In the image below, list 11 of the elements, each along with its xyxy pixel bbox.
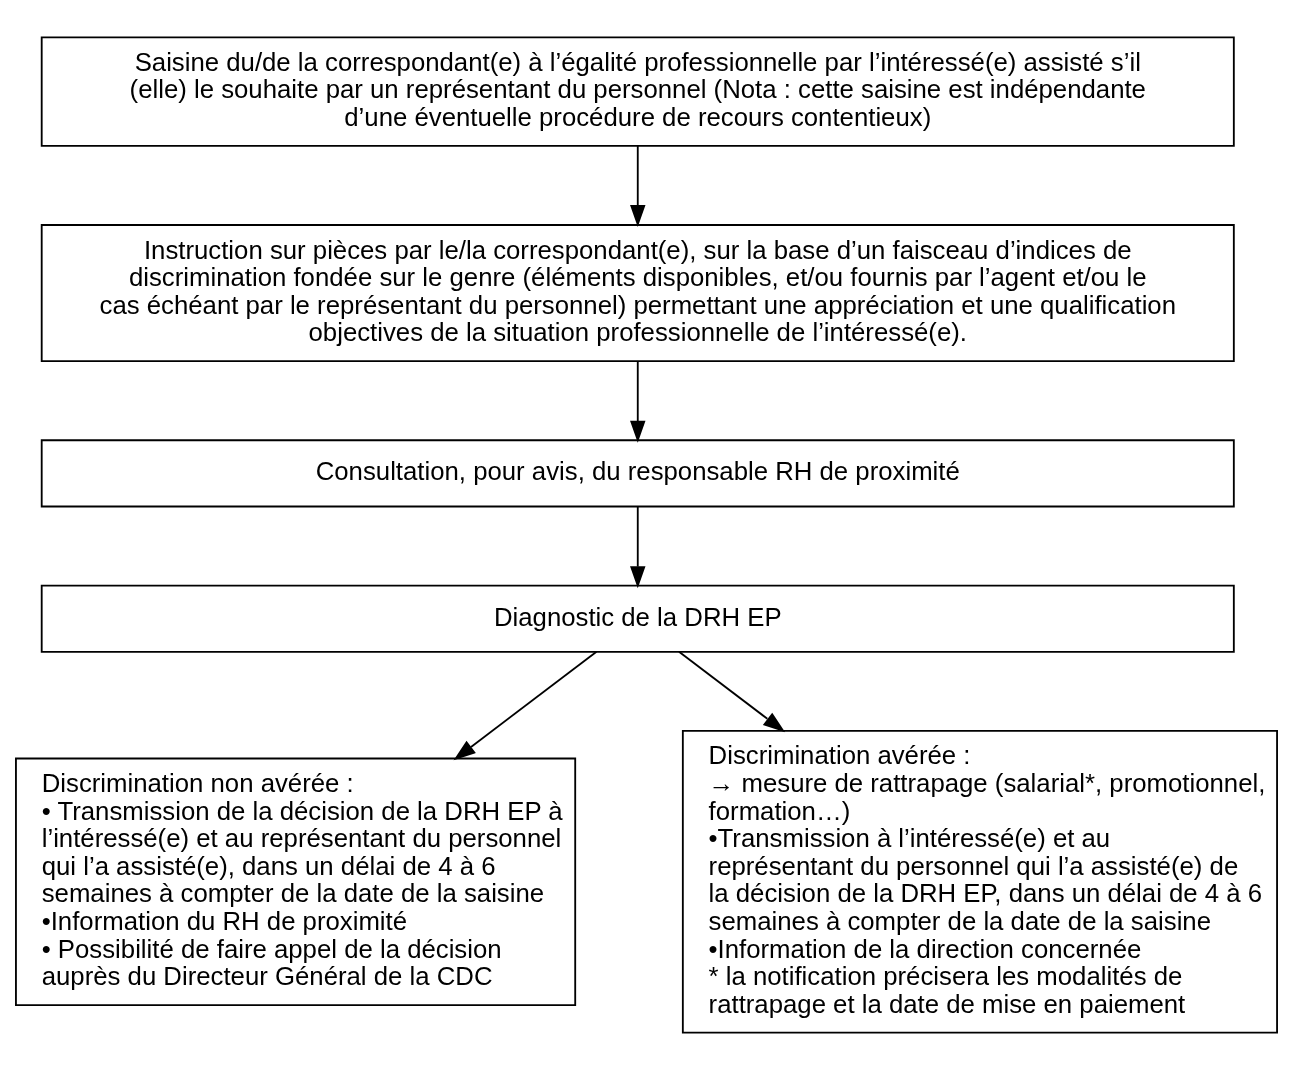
arrow <box>453 650 598 761</box>
node-box: Discrimination non avérée : • Transmission de la décision de la DRH EP à l’intéressé(e) et au représentant du personnel qui l’a assisté(e), dans un délai de 4 à 6 semaines à compter de la date de la saisine •Information du RH de proximité • Possibilité de faire appel de la décision auprès du Directeur Général de la CDC <box>15 757 577 1006</box>
arrow <box>630 505 646 589</box>
arrow <box>630 360 646 443</box>
node-box: Instruction sur pièces par le/la correspondant(e), sur la base d’un faisceau d’indices de discrimination fondée sur le genre (éléments disponibles, et/ou fournis par l’agent et/ou le cas échéant par le représentant du personnel) permettant une appréciation et une qualification objectives de la situation professionnelle de l’intéressé(e). <box>40 224 1235 363</box>
arrow <box>630 145 646 228</box>
node-box: Diagnostic de la DRH EP <box>40 584 1235 653</box>
node-box: Consultation, pour avis, du responsable RH de proximité <box>40 439 1235 508</box>
arrow <box>678 650 786 733</box>
node-box: Saisine du/de la correspondant(e) à l’égalité professionnelle par l’intéressé(e) assisté s’il (elle) le souhaite par un représentant du personnel (Nota : cette saisine est indépendante d’une éventuelle procédure de recours contentieux) <box>40 36 1235 147</box>
node-box: Discrimination avérée : → mesure de rattrapage (salarial*, promotionnel, formation…) •Transmission à l’intéressé(e) et au représentant du personnel qui l’a assisté(e) de la décision de la DRH EP, dans un délai de 4 à 6 semaines à compter de la date de la saisine •Information de la direction concernée * la notification précisera les modalités de rattrapage et la date de mise en paiement <box>681 730 1278 1034</box>
